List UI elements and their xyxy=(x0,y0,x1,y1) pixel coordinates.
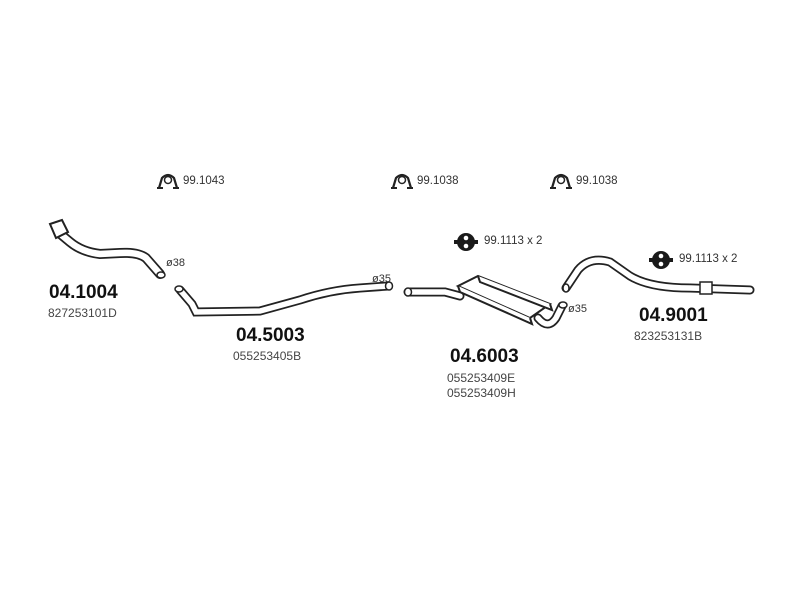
oem-number-front-pipe: 827253101D xyxy=(48,306,117,320)
diameter-label: ø35 xyxy=(372,273,391,285)
oem-number-rear-pipe: 823253131B xyxy=(634,329,703,343)
clamp-icon xyxy=(157,173,179,189)
middle-pipe-drawing xyxy=(174,281,394,317)
oem-number-muffler: 055253409H xyxy=(447,386,516,400)
hanger-code: 99.1113 xyxy=(679,253,719,265)
part-number-muffler: 04.6003 xyxy=(450,346,519,367)
clamp-icon xyxy=(391,173,413,189)
hanger-label: 99.1113 x 2 xyxy=(679,253,737,265)
part-number-middle-pipe: 04.5003 xyxy=(236,325,305,346)
oem-number-middle-pipe: 055253405B xyxy=(233,349,302,363)
hanger-label: 99.1113 x 2 xyxy=(484,235,542,247)
clamp-code-label: 99.1038 xyxy=(576,175,618,187)
hanger-qty: x 2 xyxy=(722,253,738,265)
part-number-rear-pipe: 04.9001 xyxy=(639,305,708,326)
muffler-drawing xyxy=(403,274,568,329)
diameter-label: ø38 xyxy=(166,257,185,269)
part-number-front-pipe: 04.1004 xyxy=(49,282,118,303)
oem-number-muffler: 055253409E xyxy=(447,371,516,385)
clamp-code-label: 99.1038 xyxy=(417,175,459,187)
rear-pipe-drawing xyxy=(561,255,755,295)
front-pipe-drawing xyxy=(48,218,166,279)
hanger-code: 99.1113 xyxy=(484,235,524,247)
clamp-code-label: 99.1043 xyxy=(183,175,225,187)
rubber-hanger-icon xyxy=(454,233,478,251)
clamp-icon xyxy=(550,173,572,189)
rubber-hanger-icon xyxy=(649,251,673,269)
diameter-label: ø35 xyxy=(568,303,587,315)
hanger-qty: x 2 xyxy=(527,235,543,247)
